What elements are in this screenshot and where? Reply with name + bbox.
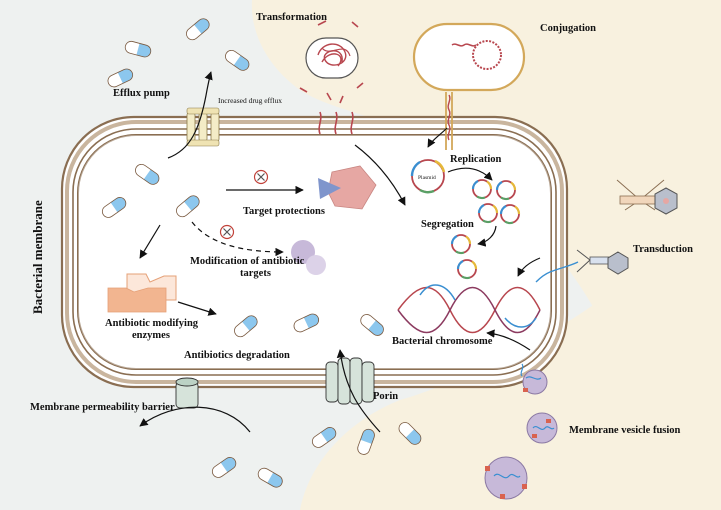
transformation-arrow [354,144,406,206]
bacterial-chromosome [397,284,541,334]
label-replication: Replication [450,154,501,165]
efflux-pump [186,107,220,147]
label-modification-2: targets [240,268,271,279]
replication-arrow [447,167,493,181]
conjugation-arrow [427,127,448,148]
label-antibiotic-modifying-2: enzymes [132,330,170,341]
chromosome-arrow-2 [486,329,531,351]
label-modification-1: Modification of antibiotic [190,256,305,267]
segregation-arrow [477,225,497,247]
phage-attached [535,249,629,283]
label-transformation: Transformation [256,12,327,23]
permeability-barrier [175,377,199,409]
modification-arrow [191,221,284,257]
barrier-arrow [139,406,251,433]
porin-arrow [336,349,381,433]
transformation-cell [305,37,359,79]
enzyme-arrow [139,224,161,259]
label-transduction: Transduction [633,244,693,255]
label-target-protections: Target protections [243,206,325,217]
efflux-arrow [167,71,213,159]
chromosome-arrow-1 [517,257,541,277]
label-porin: Porin [373,391,398,402]
vesicle-free-1 [526,412,558,444]
label-bacterial-chromosome: Bacterial chromosome [392,336,493,347]
label-antibiotic-modifying-1: Antibiotic modifying [105,318,199,329]
phage-free [616,179,678,215]
dna-fragments [299,20,364,135]
label-conjugation: Conjugation [540,23,596,34]
plasmid [410,159,446,194]
label-antibiotics-degradation: Antibiotics degradation [184,350,290,361]
label-membrane-vesicle-fusion: Membrane vesicle fusion [569,425,681,436]
porin [325,357,375,405]
degradation-arrow [177,301,217,316]
target-protein [318,165,377,210]
modified-target [291,240,326,275]
inhibition-symbol-1 [253,169,269,185]
label-bacterial-membrane: Bacterial membrane [30,200,45,314]
label-segregation: Segregation [421,219,474,230]
label-increased-drug-efflux: Increased drug efflux [218,96,282,105]
inhibition-symbol-2 [219,224,235,240]
vesicle-free-2 [484,456,528,500]
vesicle-attached [520,363,548,395]
conjugation-cell [412,22,526,150]
label-membrane-permeability-barrier: Membrane permeability barrier [30,402,175,413]
label-efflux-pump: Efflux pump [113,88,170,99]
modifying-enzyme [107,273,177,313]
label-plasmid: Plasmid [418,175,436,181]
